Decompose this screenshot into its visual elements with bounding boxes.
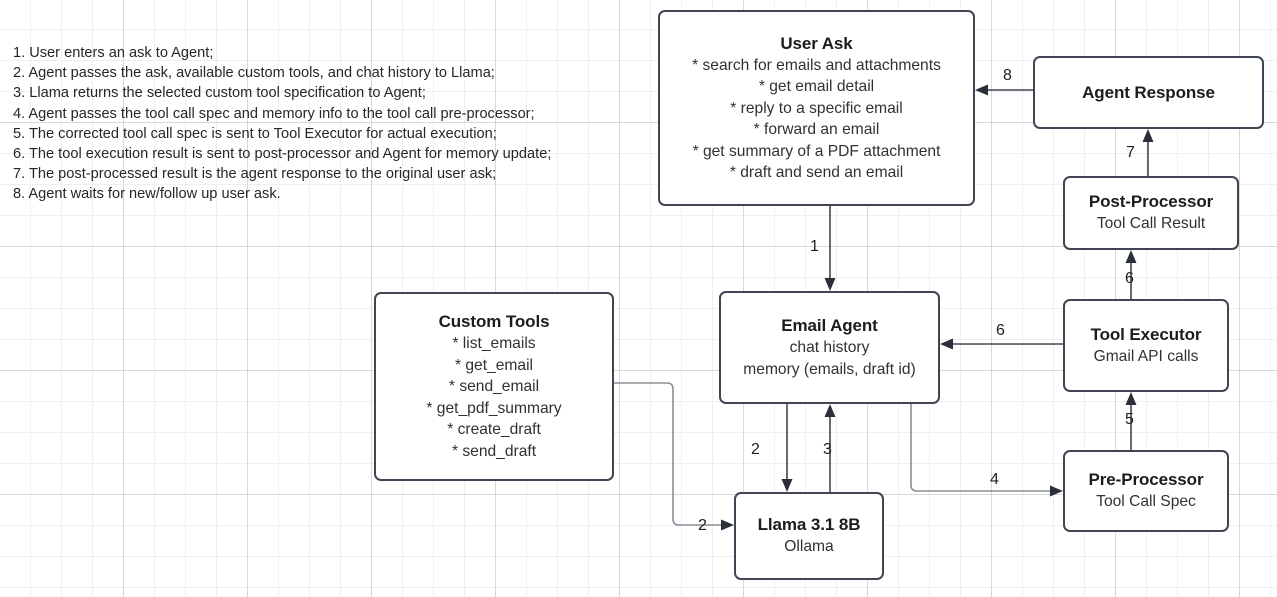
node-user-ask[interactable]: User Ask * search for emails and attachm… — [658, 10, 975, 206]
node-agent-response-title: Agent Response — [1082, 82, 1215, 102]
node-tool-executor-subtitle: Gmail API calls — [1093, 347, 1199, 365]
node-custom-tools-line-5: * create_draft — [447, 421, 541, 438]
node-tool-executor[interactable]: Tool Executor Gmail API calls — [1063, 299, 1229, 392]
node-email-agent[interactable]: Email Agent chat history memory (emails,… — [719, 291, 940, 404]
node-custom-tools-line-6: * send_draft — [451, 442, 537, 460]
legend-steps-list: 1. User enters an ask to Agent; 2. Agent… — [13, 43, 643, 205]
node-email-agent-title: Email Agent — [781, 316, 878, 335]
node-custom-tools-line-4: * get_pdf_summary — [426, 399, 562, 417]
node-pre-processor-subtitle: Tool Call Spec — [1096, 493, 1196, 511]
edge-label-2-agent: 2 — [751, 441, 760, 458]
node-user-ask-line-4: * forward an email — [753, 121, 880, 138]
node-pre-processor-title: Pre-Processor — [1088, 470, 1204, 490]
node-user-ask-title: User Ask — [780, 33, 853, 53]
legend-step-7: 7. The post-processed result is the agen… — [13, 166, 497, 183]
node-email-agent-subtitle-1: chat history — [789, 339, 870, 356]
edge-4-email-agent-to-pre-processor — [910, 404, 1063, 497]
edge-label-5: 5 — [1125, 411, 1134, 428]
edge-2-email-agent-to-llama — [781, 404, 793, 492]
edge-label-8: 8 — [1003, 67, 1012, 84]
node-agent-response[interactable]: Agent Response — [1033, 56, 1264, 129]
edge-label-7: 7 — [1126, 144, 1135, 161]
node-tool-executor-title: Tool Executor — [1090, 324, 1202, 344]
node-user-ask-line-6: * draft and send an email — [729, 164, 904, 181]
edge-6-tool-executor-to-email-agent — [940, 338, 1063, 350]
legend-step-1: 1. User enters an ask to Agent; — [13, 45, 214, 61]
node-post-processor-title: Post-Processor — [1088, 192, 1214, 212]
legend-step-4: 4. Agent passes the tool call spec and m… — [13, 105, 535, 122]
edge-1-user-ask-to-email-agent — [824, 206, 836, 291]
edge-7-post-processor-to-agent-response — [1142, 129, 1154, 176]
node-custom-tools[interactable]: Custom Tools * list_emails * get_email *… — [374, 292, 614, 481]
legend-step-2: 2. Agent passes the ask, available custo… — [13, 65, 495, 82]
node-user-ask-line-2: * get email detail — [758, 78, 875, 95]
legend-step-8: 8. Agent waits for new/follow up user as… — [13, 186, 281, 203]
edge-label-1: 1 — [810, 238, 819, 255]
node-custom-tools-line-3: * send_email — [448, 378, 540, 395]
legend-step-3: 3. Llama returns the selected custom too… — [13, 85, 426, 102]
edge-label-6-post: 6 — [1125, 270, 1134, 287]
node-llama-title: Llama 3.1 8B — [757, 515, 861, 535]
node-custom-tools-title: Custom Tools — [438, 312, 550, 331]
edge-label-2-tools: 2 — [698, 517, 707, 534]
legend-step-5: 5. The corrected tool call spec is sent … — [13, 125, 497, 142]
node-custom-tools-line-1: * list_emails — [452, 335, 536, 352]
edge-label-6-agent: 6 — [996, 322, 1005, 339]
node-post-processor[interactable]: Post-Processor Tool Call Result — [1063, 176, 1239, 250]
node-email-agent-subtitle-2: memory (emails, draft id) — [743, 360, 916, 378]
node-pre-processor[interactable]: Pre-Processor Tool Call Spec — [1063, 450, 1229, 532]
node-user-ask-line-1: * search for emails and attachments — [692, 56, 941, 74]
node-llama[interactable]: Llama 3.1 8B Ollama — [734, 492, 884, 580]
edge-label-4: 4 — [990, 471, 999, 488]
legend-step-6: 6. The tool execution result is sent to … — [13, 146, 552, 163]
edge-2-custom-tools-to-llama — [614, 382, 734, 531]
edge-label-3: 3 — [823, 441, 832, 458]
node-user-ask-line-3: * reply to a specific email — [730, 99, 903, 117]
node-llama-subtitle: Ollama — [784, 538, 834, 556]
node-custom-tools-line-2: * get_email — [454, 356, 533, 374]
edge-8-agent-response-to-user-ask — [975, 84, 1033, 96]
node-post-processor-subtitle: Tool Call Result — [1096, 215, 1206, 233]
node-user-ask-line-5: * get summary of a PDF attachment — [692, 142, 941, 160]
